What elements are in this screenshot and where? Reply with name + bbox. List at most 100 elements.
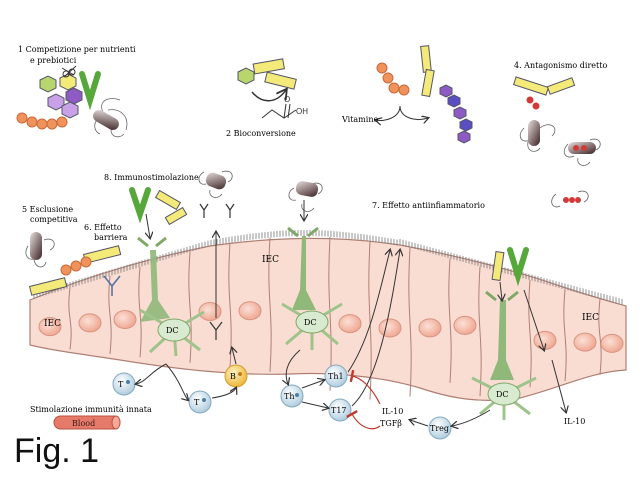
cell-divider	[408, 247, 412, 397]
dendritic-cell-left: DC	[137, 236, 205, 357]
vitamin-arrow-right	[399, 105, 428, 120]
probiotic-right	[491, 247, 529, 287]
th0-to-t17-arrow	[301, 401, 328, 408]
dc-to-tcell2-arrow	[165, 363, 188, 400]
cell-divider	[188, 251, 192, 363]
cell-divider	[478, 266, 482, 397]
tcell-innate: T	[112, 372, 136, 396]
tcell-label-1: T	[118, 380, 124, 389]
th1-label: Th1	[328, 372, 344, 381]
label-effetto: 6. Effetto	[84, 223, 122, 232]
th1-to-lumen-arrow	[347, 250, 390, 373]
orange-bead-chain-2	[376, 62, 410, 96]
nucleus	[113, 310, 137, 330]
cell-divider	[138, 266, 142, 358]
dc-label-left: DC	[166, 326, 179, 335]
antibody-icon-bcell	[209, 321, 223, 340]
hydroxyl-label: OH	[296, 107, 308, 116]
iec-label-left: IEC	[44, 319, 61, 329]
butyric-acid-structure: O OH	[261, 95, 308, 119]
nucleus	[78, 313, 102, 333]
cell-divider	[108, 275, 112, 354]
probiotic-v-stim	[129, 187, 188, 226]
tcell-to-bcell-arrow	[211, 388, 236, 399]
cell-divider	[448, 258, 452, 383]
pathogen-bacterium-2	[519, 120, 556, 152]
microvilli	[33, 230, 623, 305]
nucleus	[378, 318, 402, 338]
prebiotic-chain	[39, 73, 83, 119]
label-barriera: barriera	[94, 233, 128, 242]
stim-arrow	[146, 213, 150, 238]
label-antiinfiammatorio: 7. Effetto antiinfiammatorio	[372, 201, 485, 210]
cell-dividers	[68, 236, 602, 400]
dc-to-tcell1-arrow	[136, 363, 167, 384]
orange-bead-chain-1	[16, 112, 68, 130]
blood-label: Blood	[72, 419, 95, 428]
bcell: B	[224, 364, 248, 388]
bcell-to-antibody-arrow	[232, 348, 236, 365]
cell-divider	[598, 298, 602, 375]
th0-label: Th	[284, 392, 295, 401]
cell-divider	[563, 289, 567, 381]
dc-to-th0-arrow	[286, 349, 301, 384]
dc-to-treg-arrow	[452, 409, 491, 426]
label-prebiotici: e prebiotici	[30, 56, 77, 65]
il10-label-center: IL-10	[382, 407, 403, 416]
th1-cell: Th1	[324, 364, 348, 388]
antagonist-rods	[512, 76, 576, 110]
bioconversion-arrow	[251, 90, 286, 102]
treg-cytokine-arrow	[410, 420, 429, 427]
dendritic-cell-right: DC	[471, 290, 537, 420]
cell-divider	[268, 237, 272, 372]
probiotic-v-green	[79, 71, 101, 111]
bioconversion-chain	[237, 58, 297, 90]
pathogen-bacterium-5	[25, 232, 55, 268]
cell-divider	[528, 280, 532, 388]
tcell-label-2: T	[194, 398, 200, 407]
th0-cell: Th	[280, 384, 304, 408]
blood-vessel: Blood	[53, 415, 121, 430]
il10-label-right: IL-10	[564, 417, 585, 426]
barrier-rods	[28, 245, 122, 296]
pathogen-bacterium-4	[551, 190, 589, 208]
label-competitiva: competitiva	[30, 215, 78, 224]
label-esclusione: 5 Esclusione	[22, 205, 73, 214]
purple-hex-chain	[439, 84, 473, 144]
antibody-icons-top	[199, 203, 235, 218]
label-immunostimolazione: 8. Immunostimolazione	[104, 173, 199, 182]
cell-divider	[68, 287, 72, 350]
pathogen-bacterium-3	[563, 138, 601, 166]
il10-secretion-arrow	[551, 359, 566, 412]
iec-label-right: IEC	[582, 313, 599, 323]
inhibition-t17	[346, 409, 381, 430]
pathogen-bacterium-1	[93, 98, 128, 138]
tgfb-label: TGFβ	[380, 419, 402, 428]
label-vitamine: Vitamine	[341, 115, 378, 124]
nucleus	[453, 315, 477, 335]
label-competizione: 1 Competizione per nutrienti	[18, 45, 136, 54]
th0-to-th1-arrow	[301, 380, 324, 389]
pathogen-bacterium-7	[288, 181, 323, 212]
inhibition-th1	[349, 369, 381, 405]
nucleus	[533, 330, 557, 350]
oxygen-label: O	[284, 95, 290, 104]
nucleus	[573, 332, 597, 352]
tcell-center: T	[188, 390, 212, 414]
orange-bead-chain-3	[60, 256, 92, 276]
scissors-icon	[61, 65, 77, 78]
nucleus	[38, 317, 62, 337]
label-antagonismo: 4. Antagonismo diretto	[514, 61, 607, 70]
dc-label-middle: DC	[304, 318, 317, 327]
treg-label: Treg	[430, 424, 449, 433]
yellow-rod-pair	[420, 45, 435, 98]
bcell-label: B	[230, 372, 236, 381]
t17-cell: T17	[328, 398, 352, 422]
dendritic-cell-middle: DC	[281, 226, 343, 350]
nucleus	[238, 301, 262, 321]
barrier-y-icon	[103, 275, 121, 296]
vitamin-arrow-left	[376, 105, 401, 120]
treg-cell: Treg	[428, 416, 452, 440]
